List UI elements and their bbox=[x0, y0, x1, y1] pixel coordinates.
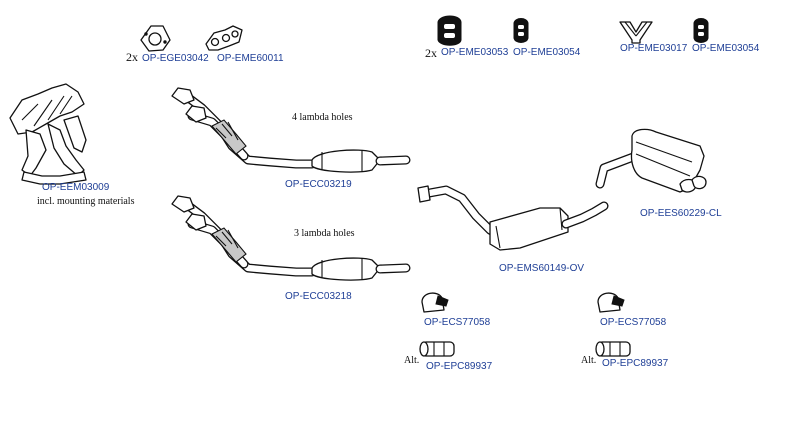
label-eem03009[interactable]: OP-EEM03009 bbox=[42, 182, 110, 193]
rubber-mount-eme03054-a[interactable] bbox=[513, 18, 529, 43]
rubber-mount-eme03054-b[interactable] bbox=[693, 18, 709, 43]
note-lambda3: 3 lambda holes bbox=[294, 228, 355, 239]
note-alt-b: Alt. bbox=[581, 355, 596, 366]
label-epc89937-a[interactable]: OP-EPC89937 bbox=[426, 361, 493, 372]
label-ees60229[interactable]: OP-EES60229-CL bbox=[640, 208, 722, 219]
note-lambda4: 4 lambda holes bbox=[292, 112, 353, 123]
hanger-eme03017[interactable] bbox=[619, 21, 653, 44]
pipe-connector-epc89937-a[interactable] bbox=[419, 341, 455, 357]
label-ege03042[interactable]: OP-EGE03042 bbox=[142, 53, 209, 64]
rear-silencer-ees60229[interactable] bbox=[595, 128, 707, 193]
label-eme60011[interactable]: OP-EME60011 bbox=[217, 53, 284, 64]
label-ecc03219[interactable]: OP-ECC03219 bbox=[285, 179, 352, 190]
label-eme03054-b[interactable]: OP-EME03054 bbox=[692, 43, 760, 54]
multiplier-ege: 2x bbox=[126, 50, 138, 64]
manifold-eem03009[interactable] bbox=[9, 83, 87, 185]
label-ems60149[interactable]: OP-EMS60149-OV bbox=[499, 263, 584, 274]
label-eme03053[interactable]: OP-EME03053 bbox=[441, 47, 509, 58]
multiplier-eme03053: 2x bbox=[425, 46, 437, 60]
label-eme03054-a[interactable]: OP-EME03054 bbox=[513, 47, 581, 58]
label-eme03017[interactable]: OP-EME03017 bbox=[620, 43, 688, 54]
clamp-ecs77058-a[interactable] bbox=[421, 292, 449, 313]
label-ecs77058-a[interactable]: OP-ECS77058 bbox=[424, 317, 491, 328]
label-epc89937-b[interactable]: OP-EPC89937 bbox=[602, 358, 669, 369]
note-alt-a: Alt. bbox=[404, 355, 419, 366]
front-pipe-cat-ecc03218[interactable] bbox=[171, 195, 411, 281]
note-mounting: incl. mounting materials bbox=[37, 196, 135, 207]
gasket-ege03042[interactable] bbox=[140, 25, 171, 52]
middle-silencer-ems60149[interactable] bbox=[417, 185, 609, 251]
front-pipe-cat-ecc03219[interactable] bbox=[171, 87, 411, 173]
rubber-mount-eme03053[interactable] bbox=[437, 15, 462, 46]
label-ecc03218[interactable]: OP-ECC03218 bbox=[285, 291, 352, 302]
clamp-ecs77058-b[interactable] bbox=[597, 292, 625, 313]
pipe-connector-epc89937-b[interactable] bbox=[595, 341, 631, 357]
gasket-eme60011[interactable] bbox=[205, 25, 243, 51]
label-ecs77058-b[interactable]: OP-ECS77058 bbox=[600, 317, 667, 328]
